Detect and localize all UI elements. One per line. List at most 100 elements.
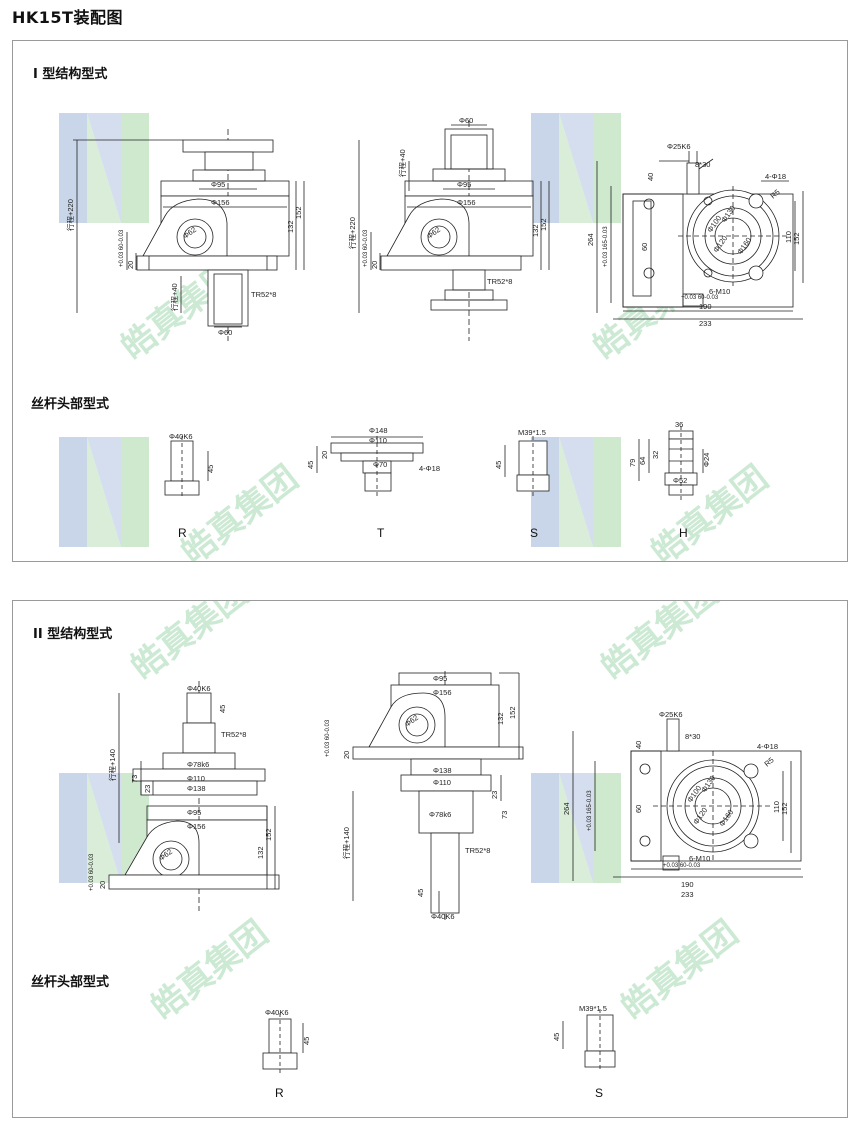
dim-text: 132 bbox=[286, 220, 295, 233]
dim-text: Φ138 bbox=[187, 784, 206, 793]
panel-type-2: 皓真集团 皓真集团 皓真集团 皓真集团 bbox=[12, 600, 848, 1118]
dim-text: Φ25K6 bbox=[667, 142, 691, 151]
dim-text: +0.03 60-0.03 bbox=[681, 295, 719, 301]
dim-text: 行程+220 bbox=[347, 217, 357, 249]
dim-text: Φ40K6 bbox=[187, 684, 211, 693]
dim-text: 152 bbox=[780, 802, 789, 815]
dim-text: 45 bbox=[494, 461, 503, 469]
dim-text: 190 bbox=[699, 302, 712, 311]
dim-text: 23 bbox=[490, 791, 499, 799]
dim-text: Φ40K6 bbox=[265, 1008, 289, 1017]
dim-text: +0.03 60-0.03 bbox=[325, 719, 331, 757]
dim-text: 6-M10 bbox=[689, 854, 710, 863]
dim-text: Φ52 bbox=[673, 476, 687, 485]
section-heading-type-2: II 型结构型式 bbox=[33, 627, 113, 642]
dim-text: 73 bbox=[130, 775, 139, 783]
dim-text: Φ78k6 bbox=[187, 760, 209, 769]
dim-text: 64 bbox=[638, 457, 647, 465]
dim-text: 行程+140 bbox=[107, 749, 117, 781]
dim-text: 20 bbox=[342, 751, 351, 759]
dim-text: Φ110 bbox=[433, 778, 451, 787]
dim-text: TR52*8 bbox=[251, 290, 276, 299]
dim-text: Φ95 bbox=[187, 808, 201, 817]
text-watermark: 皓真集团 bbox=[174, 458, 306, 562]
section-heading-head-types: 丝杆头部型式 bbox=[31, 397, 110, 412]
head-label-r: R bbox=[178, 526, 187, 540]
dim-text: 60 bbox=[634, 805, 643, 813]
dim-text: 20 bbox=[98, 881, 107, 889]
text-watermark: 皓真集团 bbox=[124, 601, 256, 688]
dim-text: 行程+220 bbox=[65, 199, 75, 231]
dim-text: Φ60 bbox=[218, 328, 232, 337]
logo-watermark bbox=[531, 113, 621, 223]
view-3-drawing bbox=[596, 151, 804, 320]
dim-text: 4-Φ18 bbox=[757, 742, 778, 751]
dim-text: Φ40K6 bbox=[169, 432, 193, 441]
dim-text: 40 bbox=[646, 173, 655, 181]
dim-text: Φ138 bbox=[433, 766, 452, 775]
dim-text: Φ40K6 bbox=[431, 912, 455, 921]
dim-text: Φ24 bbox=[702, 453, 711, 467]
dim-text: 233 bbox=[681, 890, 694, 899]
dim-text: Φ78k6 bbox=[429, 810, 451, 819]
page-title: HK15T装配图 bbox=[12, 8, 123, 27]
dim-text: 152 bbox=[294, 206, 303, 219]
dim-text: 40 bbox=[634, 741, 643, 749]
dim-text: M39*1.5 bbox=[579, 1004, 607, 1013]
dim-text: Φ110 bbox=[187, 774, 205, 783]
dim-text: 152 bbox=[792, 232, 801, 245]
dim-text: 45 bbox=[416, 889, 425, 897]
dim-text: 132 bbox=[256, 846, 265, 859]
dim-text: Φ25K6 bbox=[659, 710, 683, 719]
dim-text: 4-Φ18 bbox=[419, 464, 440, 473]
dim-text: Φ156 bbox=[187, 822, 206, 831]
dim-text: 73 bbox=[500, 811, 509, 819]
dim-text: 132 bbox=[496, 712, 505, 725]
dim-text: 4-Φ18 bbox=[765, 172, 786, 181]
dim-text: Φ156 bbox=[211, 198, 230, 207]
section-heading-type-1: I 型结构型式 bbox=[33, 67, 108, 82]
dim-text: 45 bbox=[302, 1037, 311, 1045]
section-heading-head-types: 丝杆头部型式 bbox=[31, 975, 110, 990]
dim-text: 20 bbox=[320, 451, 329, 459]
head-label-h: H bbox=[679, 526, 688, 540]
dim-text: 60 bbox=[640, 243, 649, 251]
text-watermark: 皓真集团 bbox=[144, 913, 276, 1028]
dim-text: +0.03 60-0.03 bbox=[119, 229, 125, 267]
logo-watermark bbox=[531, 773, 621, 883]
head-label-t: T bbox=[377, 526, 385, 540]
text-watermark: 皓真集团 bbox=[644, 458, 776, 562]
dim-text: 190 bbox=[681, 880, 694, 889]
dim-text: Φ95 bbox=[457, 180, 471, 189]
dim-text: +0.03 60-0.03 bbox=[363, 229, 369, 267]
head-s-drawing bbox=[562, 1009, 616, 1071]
dim-text: 264 bbox=[586, 233, 595, 246]
dim-text: Φ148 bbox=[369, 426, 388, 435]
dim-text: 32 bbox=[651, 451, 660, 459]
dim-text: 152 bbox=[264, 828, 273, 841]
dim-text: Φ60 bbox=[459, 116, 473, 125]
dim-text: 行程+40 bbox=[397, 149, 407, 177]
head-r-drawing bbox=[164, 436, 209, 499]
dim-text: 23 bbox=[143, 785, 152, 793]
dim-text: 45 bbox=[218, 705, 227, 713]
text-watermark: 皓真集团 bbox=[594, 601, 726, 688]
dim-text: Φ95 bbox=[433, 674, 447, 683]
dim-text: TR52*8 bbox=[487, 277, 512, 286]
dim-text: +0.03 60-0.03 bbox=[89, 853, 95, 891]
dim-text: Φ156 bbox=[433, 688, 452, 697]
dim-text: 8*30 bbox=[685, 732, 700, 741]
dim-text: +0.03 60-0.03 bbox=[663, 863, 701, 869]
head-t-drawing bbox=[316, 436, 424, 496]
dim-text: 45 bbox=[306, 461, 315, 469]
view-3-drawing bbox=[572, 718, 803, 881]
view-1-drawing bbox=[73, 129, 305, 341]
head-label-s: S bbox=[530, 526, 539, 540]
logo-watermark bbox=[59, 437, 149, 547]
view-2-drawing bbox=[352, 671, 524, 921]
dim-text: M39*1.5 bbox=[518, 428, 546, 437]
dim-text: 45 bbox=[552, 1033, 561, 1041]
dim-text: 行程+140 bbox=[341, 827, 351, 859]
dim-text: 110 bbox=[784, 231, 793, 243]
dim-text: 110 bbox=[772, 801, 781, 813]
